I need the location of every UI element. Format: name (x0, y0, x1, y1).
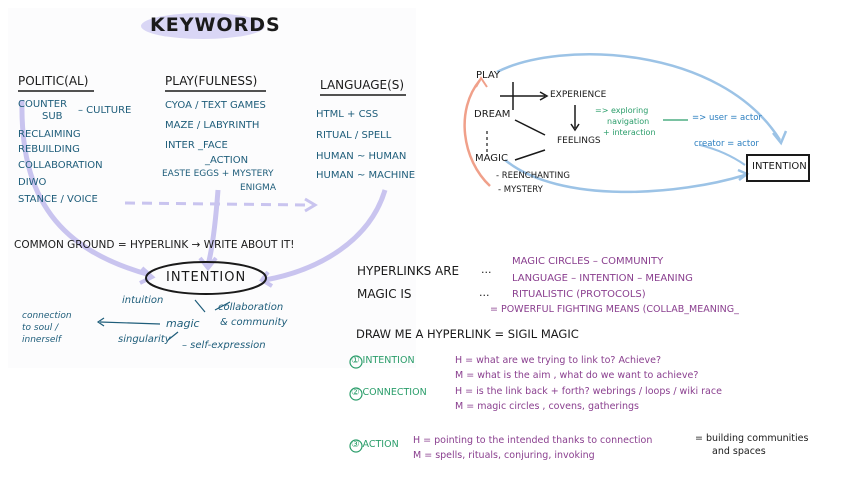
language-item: HTML + CSS (316, 109, 379, 120)
step-2-label: ② CONNECTION (351, 387, 427, 398)
community-label: & community (220, 317, 288, 328)
play-item: INTER _FACE (165, 140, 228, 151)
diagram-mystery: - MYSTERY (498, 185, 543, 195)
politic-curve (19, 99, 151, 278)
step-2-m: M = magic circles , covens, gatherings (455, 401, 639, 412)
intention-label: INTENTION (166, 270, 247, 285)
to-soul-label: to soul / (22, 323, 59, 333)
diagram-experience: EXPERIENCE (550, 90, 607, 100)
play-heading: PLAY(FULNESS) (165, 74, 258, 88)
play-item: EASTE EGGS + MYSTERY (162, 169, 274, 179)
draw-me-hyperlink: DRAW ME A HYPERLINK = SIGIL MAGIC (356, 327, 579, 341)
magic-to-intention-arrow (504, 159, 746, 194)
politic-item: RECLAIMING (18, 129, 81, 140)
language-item: HUMAN ~ MACHINE (316, 170, 416, 181)
note-row: = POWERFUL FIGHTING MEANS (COLLAB_MEANIN… (490, 304, 739, 315)
diagram-creator-actor: creator = actor (694, 139, 759, 149)
innerself-label: innerself (22, 335, 62, 345)
play-to-intention-arrow (496, 53, 782, 141)
play-curve (205, 189, 221, 266)
step-3-result: = building communities (695, 433, 809, 444)
politic-item: DIWO (18, 177, 47, 188)
politic-item: SUB (42, 111, 63, 122)
politic-heading: POLITIC(AL) (18, 74, 89, 88)
diagram-feelings: FEELINGS (557, 136, 601, 146)
collab-label: collaboration (218, 302, 284, 313)
step-1-h: H = what are we trying to link to? Achie… (455, 355, 662, 366)
step-2-h: H = is the link back + forth? webrings /… (455, 386, 722, 397)
diagram-navigation: navigation (607, 117, 650, 126)
play-item: MAZE / LABYRINTH (165, 120, 260, 131)
step-3-m: M = spells, rituals, conjuring, invoking (413, 450, 595, 461)
play-item: CYOA / TEXT GAMES (165, 100, 266, 111)
diagram-user-actor: => user = actor (692, 113, 762, 123)
hyperlinks-are: HYPERLINKS ARE (357, 264, 460, 278)
language-curve (264, 189, 388, 283)
intuition-label: intuition (122, 295, 164, 306)
step-3-result-2: and spaces (712, 446, 766, 457)
diagram-reenchanting: - REENCHANTING (496, 171, 570, 181)
diagram-play: PLAY (476, 70, 501, 81)
note-row: LANGUAGE – INTENTION – MEANING (512, 273, 693, 284)
connection-label: connection (22, 311, 72, 321)
magic-is: MAGIC IS (357, 287, 412, 301)
language-item: HUMAN ~ HUMAN (316, 151, 407, 162)
magic-label: magic (166, 317, 200, 330)
language-heading: LANGUAGE(S) (320, 78, 405, 92)
diagram-intention: INTENTION (752, 161, 807, 172)
diagram-dream: DREAM (474, 109, 511, 120)
step-3-label: ③ ACTION (351, 439, 399, 450)
politic-item: COUNTER (18, 99, 68, 110)
politic-item: – CULTURE (78, 105, 132, 116)
step-3-h: H = pointing to the intended thanks to c… (413, 435, 653, 446)
note-row: MAGIC CIRCLES – COMMUNITY (512, 256, 664, 267)
politic-item: COLLABORATION (18, 160, 103, 171)
play-item: ENIGMA (240, 183, 276, 193)
step-1-m: M = what is the aim , what do we want to… (455, 370, 699, 381)
language-item: RITUAL / SPELL (316, 130, 392, 141)
keywords-panel (8, 8, 416, 368)
diagram-exploring: => exploring (595, 106, 649, 115)
common-ground: COMMON GROUND = HYPERLINK → WRITE ABOUT … (14, 239, 295, 251)
intention-box (746, 154, 810, 182)
intention-ellipse (145, 261, 267, 295)
politic-item: STANCE / VOICE (18, 194, 98, 205)
diagram-interaction: + interaction (603, 128, 656, 137)
title-highlight (141, 13, 265, 39)
dots-1: ... (481, 263, 492, 276)
play-item: _ACTION (205, 155, 249, 166)
diagram-magic: MAGIC (475, 153, 508, 164)
self-expression-label: – self-expression (182, 340, 266, 351)
step-1-label: ① INTENTION (351, 355, 415, 366)
singularity-label: singularity (118, 334, 171, 345)
note-row: RITUALISTIC (PROTOCOLS) (512, 289, 646, 300)
politic-item: REBUILDING (18, 144, 80, 155)
salmon-curve (463, 79, 491, 187)
dashed-arrow (124, 201, 311, 207)
dots-2: ... (479, 286, 490, 299)
keywords-title: KEYWORDS (150, 14, 281, 36)
